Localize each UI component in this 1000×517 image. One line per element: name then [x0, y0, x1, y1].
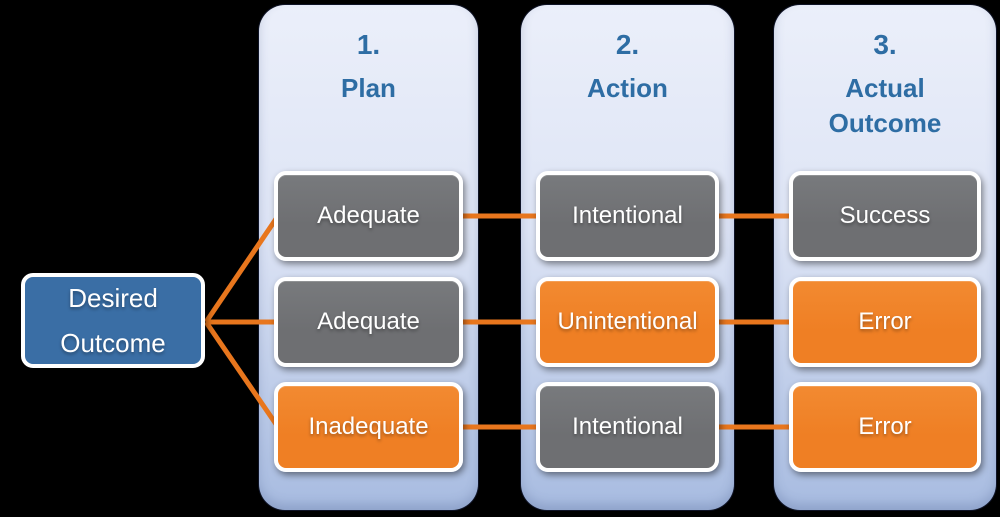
- desired-outcome-label: Desired Outcome: [60, 282, 166, 358]
- stage-number: 2.: [615, 29, 640, 60]
- stage-number: 3.: [873, 29, 897, 60]
- desired-outcome-node: Desired Outcome: [21, 273, 205, 368]
- stage-panel-action: 2. Action Intentional Unintentional Inte…: [521, 5, 734, 510]
- node-label: Error: [858, 308, 912, 335]
- stage-number: 1.: [356, 29, 381, 60]
- stage-title: Plan: [341, 73, 396, 103]
- node-label: Intentional: [572, 202, 683, 229]
- node-outcome-error-1: Error: [789, 277, 981, 367]
- node-plan-inadequate: Inadequate: [274, 382, 463, 472]
- node-outcome-success: Success: [789, 171, 981, 261]
- node-label: Adequate: [317, 202, 420, 229]
- node-label: Success: [839, 202, 931, 229]
- node-label: Inadequate: [308, 413, 429, 440]
- node-label: Error: [858, 413, 912, 440]
- node-label: Adequate: [317, 308, 420, 335]
- node-plan-adequate-2: Adequate: [274, 277, 463, 367]
- node-plan-adequate-1: Adequate: [274, 171, 463, 261]
- stage-panel-actual-outcome: 3. Actual Outcome Success Error Error: [774, 5, 996, 510]
- node-outcome-error-2: Error: [789, 382, 981, 472]
- stage-title: Actual Outcome: [828, 73, 942, 138]
- stage-panel-plan: 1. Plan Adequate Adequate Inadequate: [259, 5, 478, 510]
- node-action-unintentional: Unintentional: [536, 277, 719, 367]
- node-label: Unintentional: [557, 308, 698, 335]
- stage-title: Action: [587, 73, 668, 103]
- node-action-intentional-2: Intentional: [536, 382, 719, 472]
- node-action-intentional-1: Intentional: [536, 171, 719, 261]
- node-label: Intentional: [572, 413, 683, 440]
